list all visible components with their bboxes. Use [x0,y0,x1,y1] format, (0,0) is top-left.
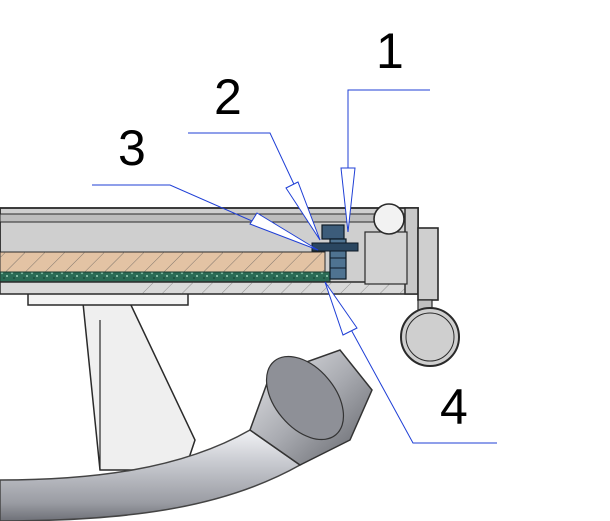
edge-roller [373,203,405,235]
callout-label-2: 2 [214,69,242,125]
callout-label-1: 1 [376,23,404,79]
leader-arrow-2 [285,181,321,241]
curved-pipe [0,349,373,521]
castor-wheel [400,227,460,367]
support-column [27,291,196,471]
leader-lines [92,89,497,444]
leader-line-4 [324,281,497,444]
leader-arrow-3 [249,212,319,251]
leader-arrow-1 [340,167,356,233]
callout-label-4: 4 [440,379,468,435]
leader-arrow-4 [324,281,358,336]
callout-label-3: 3 [118,120,146,176]
screw-clamp [311,224,359,280]
